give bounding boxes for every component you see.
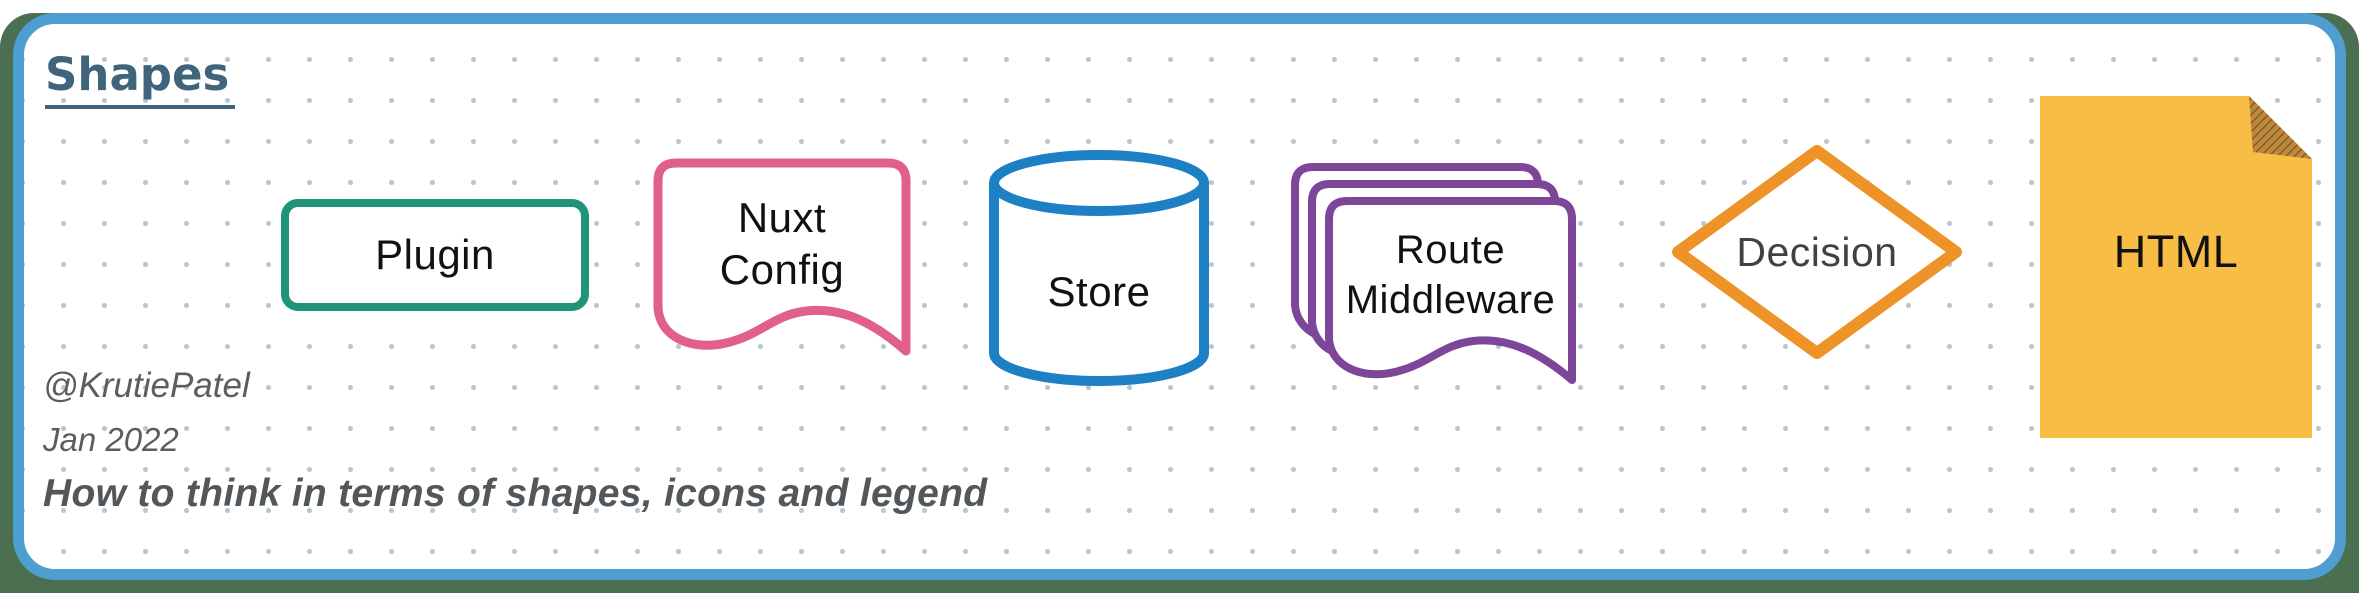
page-title: Shapes — [45, 50, 236, 109]
shape-html: HTML — [2040, 96, 2312, 438]
folded-corner-icon — [2249, 96, 2312, 159]
filled-document-shape-icon — [2040, 96, 2312, 438]
author-handle: @KrutiePatel — [43, 366, 250, 405]
shape-label-store: Store — [1047, 267, 1151, 315]
date-text: Jan 2022 — [43, 421, 179, 458]
rounded-rectangle-shape-icon — [281, 199, 589, 311]
shape-label-decision: Decision — [1736, 228, 1898, 275]
shape-route-middleware: Route Middleware — [1288, 160, 1598, 405]
shape-nuxt-config: Nuxt Config — [653, 158, 911, 362]
caption-text: How to think in terms of shapes, icons a… — [43, 472, 988, 515]
cylinder-shape-icon — [989, 150, 1209, 386]
document-shape-icon — [653, 158, 911, 356]
shape-plugin: Plugin — [280, 198, 590, 312]
shape-decision: Decision — [1666, 140, 1968, 365]
shape-store: Store — [983, 148, 1215, 388]
shape-label-route-middleware: Route Middleware — [1345, 228, 1556, 322]
shape-label-nuxt-config: Nuxt Config — [719, 193, 845, 294]
multi-document-shape-icon — [1291, 163, 1576, 384]
shape-label-html: HTML — [2113, 225, 2239, 277]
diamond-shape-icon — [1672, 145, 1962, 359]
shape-label-plugin: Plugin — [375, 230, 495, 278]
